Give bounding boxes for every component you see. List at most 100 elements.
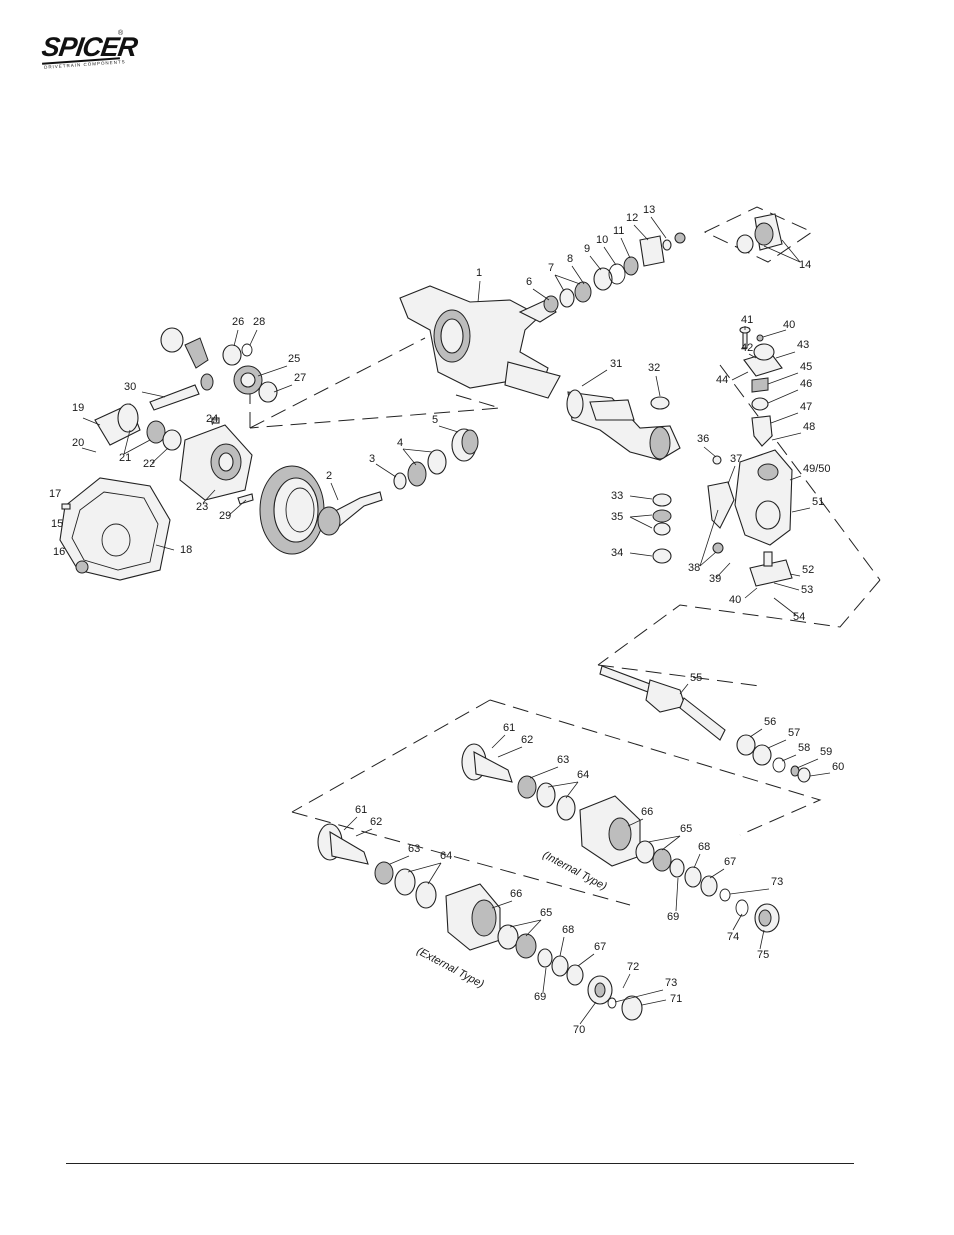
part-label-46: 46 [800,378,812,390]
part-label-73: 73 [665,977,677,989]
part-label-11: 11 [613,225,624,237]
axle-tube [566,389,681,461]
part-label-13: 13 [643,204,655,216]
part-label-3: 3 [369,453,375,465]
axle-shaft [599,665,811,783]
hub-type-caption: (External Type) [415,945,487,991]
part-label-49-50: 49/50 [803,463,831,475]
part-label-60: 60 [832,761,844,773]
part-label-33: 33 [611,490,623,502]
part-label-27: 27 [294,372,306,384]
part-label-68: 68 [698,841,710,853]
part-label-20: 20 [72,437,84,449]
part-label-41: 41 [741,314,753,326]
part-label-25: 25 [288,353,300,365]
part-label-9: 9 [584,243,590,255]
part-label-47: 47 [800,401,812,413]
part-label-26: 26 [232,316,244,328]
part-label-21: 21 [119,452,131,464]
part-label-22: 22 [143,458,155,470]
part-label-64: 64 [577,769,589,781]
spicer-logo: SPICER ® DRIVETRAIN COMPONENTS [38,30,139,76]
part-label-34: 34 [611,547,623,559]
part-label-70: 70 [573,1024,585,1036]
part-label-40: 40 [729,594,741,606]
part-label-52: 52 [802,564,814,576]
part-label-64: 64 [440,850,452,862]
part-label-6: 6 [526,276,532,288]
part-label-63: 63 [408,843,420,855]
part-label-71: 71 [670,993,682,1005]
pinion-parts [543,232,686,313]
part-label-75: 75 [757,949,769,961]
part-label-7: 7 [548,262,554,274]
part-label-37: 37 [730,453,742,465]
part-label-44: 44 [716,374,728,386]
part-label-2: 2 [326,470,332,482]
steering-knuckle [650,396,793,587]
part-label-51: 51 [812,496,824,508]
part-label-55: 55 [690,672,702,684]
part-label-19: 19 [72,402,84,414]
part-label-17: 17 [49,488,61,500]
ring-gear [259,465,325,555]
part-label-67: 67 [724,856,736,868]
reference-lines [249,206,881,906]
part-label-54: 54 [793,611,805,623]
yoke-inset [736,213,783,254]
part-label-58: 58 [798,742,810,754]
logo-registered-mark: ® [118,30,124,37]
part-label-14: 14 [799,259,811,271]
part-label-35: 35 [611,511,623,523]
part-label-36: 36 [697,433,709,445]
part-label-28: 28 [253,316,265,328]
external-hub-assembly [317,823,643,1021]
differential-cover [59,477,171,581]
part-label-5: 5 [432,414,438,426]
part-label-62: 62 [370,816,382,828]
part-label-23: 23 [196,501,208,513]
part-label-65: 65 [540,907,552,919]
part-label-15: 15 [51,518,63,530]
part-label-67: 67 [594,941,606,953]
part-label-30: 30 [124,381,136,393]
part-label-61: 61 [503,722,515,734]
pinion-shaft [317,428,479,536]
footer-rule [66,1163,854,1164]
part-label-62: 62 [521,734,533,746]
part-label-74: 74 [727,931,739,943]
part-label-43: 43 [797,339,809,351]
part-label-12: 12 [626,212,638,224]
part-label-69: 69 [534,991,546,1003]
internal-hub-assembly [461,743,780,933]
part-label-39: 39 [709,573,721,585]
part-label-72: 72 [627,961,639,973]
part-label-16: 16 [53,546,65,558]
part-label-48: 48 [803,421,815,433]
part-label-59: 59 [820,746,832,758]
part-label-45: 45 [800,361,812,373]
part-label-24: 24 [206,413,218,425]
part-label-66: 66 [510,888,522,900]
part-label-32: 32 [648,362,660,374]
part-label-66: 66 [641,806,653,818]
part-label-53: 53 [801,584,813,596]
part-label-1: 1 [476,267,482,279]
part-label-65: 65 [680,823,692,835]
part-label-18: 18 [180,544,192,556]
part-label-29: 29 [219,510,231,522]
axle-housing [399,285,561,399]
part-label-4: 4 [397,437,403,449]
part-label-61: 61 [355,804,367,816]
part-label-68: 68 [562,924,574,936]
part-label-73: 73 [771,876,783,888]
part-label-57: 57 [788,727,800,739]
part-label-31: 31 [610,358,622,370]
part-label-8: 8 [567,253,573,265]
part-label-40: 40 [783,319,795,331]
part-label-63: 63 [557,754,569,766]
part-label-38: 38 [688,562,700,574]
part-label-42: 42 [741,342,753,354]
